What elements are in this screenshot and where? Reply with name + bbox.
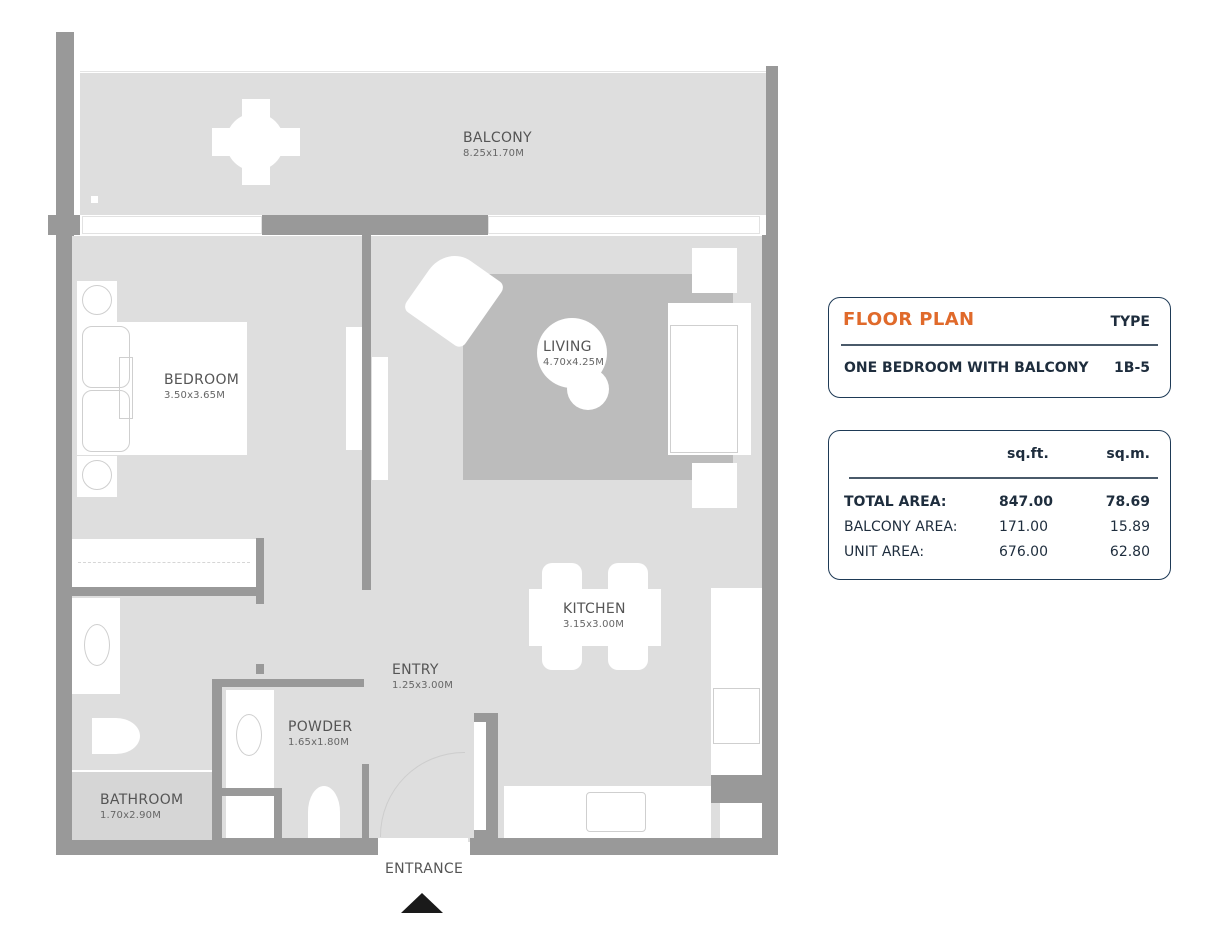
lamp-top-icon — [82, 285, 112, 315]
balcony-area-label: BALCONY AREA: — [844, 519, 958, 535]
balcony-railing — [80, 66, 766, 72]
type-card-divider — [841, 344, 1158, 346]
floor-plan-type-card: FLOOR PLAN TYPE ONE BEDROOM WITH BALCONY… — [828, 297, 1171, 398]
bedroom-tv-unit — [346, 327, 362, 450]
balcony-left-wall — [56, 32, 74, 237]
unit-description: ONE BEDROOM WITH BALCONY — [844, 360, 1089, 376]
balcony-drain-icon — [91, 196, 98, 203]
side-table-top — [692, 248, 737, 293]
living-tv-unit — [372, 357, 388, 480]
exterior-wall-top-center — [262, 215, 488, 235]
balcony-right-wall — [766, 66, 778, 236]
bed — [77, 322, 247, 455]
exterior-wall-right — [762, 235, 778, 855]
entry-label: ENTRY 1.25x3.00M — [392, 662, 454, 691]
entry-cabinet — [474, 722, 486, 830]
total-area-sqm: 78.69 — [1105, 494, 1150, 510]
shower-area — [72, 770, 212, 840]
side-table-bottom — [692, 463, 737, 508]
floor-plan: BALCONY 8.25x1.70M BEDROOM 3.50x3.65M — [48, 32, 778, 913]
unit-type: 1B-5 — [1114, 360, 1150, 376]
balcony-floor — [80, 73, 766, 215]
wall-bedroom-bath — [72, 587, 262, 596]
total-area-label: TOTAL AREA: — [844, 494, 947, 510]
wardrobe-hangers — [78, 562, 250, 564]
wall-powder-shaft — [222, 788, 274, 796]
entrance-threshold — [378, 838, 468, 855]
dining-chair-1 — [542, 563, 582, 589]
wall-bath-entry — [256, 664, 264, 674]
balcony-label: BALCONY 8.25x1.70M — [463, 130, 532, 159]
balcony-area-sqm: 15.89 — [1109, 519, 1150, 535]
balcony-round-table — [226, 113, 284, 171]
window-bedroom — [82, 216, 262, 234]
floor-plan-title: FLOOR PLAN — [843, 309, 975, 330]
powder-basin-icon — [236, 714, 262, 756]
wall-powder-right — [362, 764, 369, 840]
area-card-divider — [849, 477, 1158, 479]
area-card: sq.ft. sq.m. TOTAL AREA: 847.00 78.69 BA… — [828, 430, 1171, 580]
powder-shaft — [226, 796, 274, 838]
wardrobe — [72, 539, 256, 587]
sofa-cushions — [670, 325, 738, 453]
window-living — [488, 216, 760, 234]
col-header-sqft: sq.ft. — [1007, 446, 1049, 462]
exterior-wall-top-left — [48, 215, 80, 235]
unit-area-label: UNIT AREA: — [844, 544, 925, 560]
unit-area-sqm: 62.80 — [1109, 544, 1150, 560]
balcony-area-sqft: 171.00 — [999, 519, 1048, 535]
balcony-chair-right — [278, 128, 300, 156]
bathroom-toilet — [92, 718, 140, 754]
exterior-wall-left — [56, 235, 72, 855]
kitchen-counter — [504, 786, 711, 838]
bed-bench — [119, 357, 133, 419]
wall-kitchen-shaft — [711, 775, 763, 803]
unit-area-sqft: 676.00 — [999, 544, 1048, 560]
bedroom-label: BEDROOM 3.50x3.65M — [164, 372, 240, 401]
type-header: TYPE — [1110, 314, 1150, 330]
exterior-wall-bottom-right — [470, 838, 778, 855]
bathroom-basin-icon — [84, 624, 110, 666]
dining-chair-3 — [542, 646, 582, 670]
kitchen-shaft — [720, 803, 762, 838]
lamp-bottom-icon — [82, 460, 112, 490]
kitchen-label: KITCHEN 3.15x3.00M — [563, 601, 626, 630]
wall-bedroom-living — [362, 235, 371, 590]
total-area-sqft: 847.00 — [999, 494, 1054, 510]
entrance-arrow-icon — [401, 893, 443, 913]
coffee-table-small — [567, 368, 609, 410]
dining-chair-4 — [608, 646, 648, 670]
exterior-wall-bottom-left — [56, 838, 378, 855]
bathroom-label: BATHROOM 1.70x2.90M — [100, 792, 184, 821]
bed-pillow-bottom — [82, 390, 130, 452]
cooktop-icon — [713, 688, 760, 744]
dining-chair-2 — [608, 563, 648, 589]
dining-table — [529, 589, 661, 646]
powder-label: POWDER 1.65x1.80M — [288, 719, 353, 748]
wall-powder-top — [212, 679, 364, 687]
sink-icon — [586, 792, 646, 832]
entrance-label: ENTRANCE — [385, 861, 464, 877]
powder-toilet — [308, 786, 340, 838]
living-label: LIVING 4.70x4.25M — [543, 339, 605, 368]
col-header-sqm: sq.m. — [1106, 446, 1150, 462]
wall-powder-left — [212, 679, 222, 841]
kitchen-tall-unit — [711, 588, 762, 775]
wall-powder-shaft-side — [274, 788, 282, 840]
wall-wardrobe-side — [256, 538, 264, 604]
